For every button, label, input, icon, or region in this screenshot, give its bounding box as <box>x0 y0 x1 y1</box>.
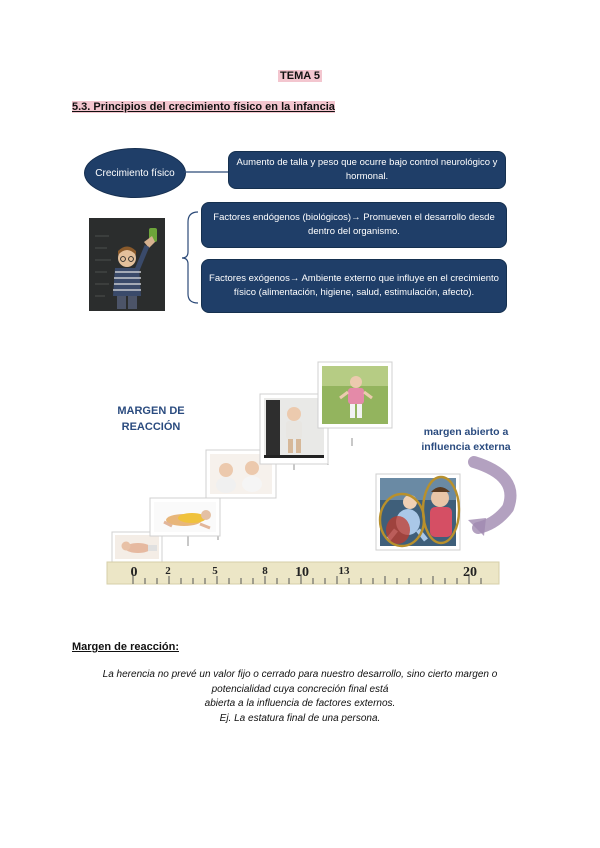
body-line: potencialidad cuya concreción final está <box>60 683 540 698</box>
ruler-label-5: 5 <box>212 565 218 577</box>
ruler-label-2: 2 <box>165 565 171 577</box>
ruler-label-10: 10 <box>295 565 309 580</box>
body-line: abierta a la influencia de factores exte… <box>60 697 540 712</box>
ruler-label-13: 13 <box>339 565 351 577</box>
ruler-label-0: 0 <box>131 565 138 580</box>
body-paragraph: La herencia no prevé un valor fijo o cer… <box>60 668 540 726</box>
body-line: Ej. La estatura final de una persona. <box>60 712 540 727</box>
reaction-margin-subheading: Margen de reacción: <box>72 641 179 653</box>
ruler-label-20: 20 <box>463 565 477 580</box>
body-line: La herencia no prevé un valor fijo o cer… <box>60 668 540 683</box>
ruler-label-8: 8 <box>262 565 268 577</box>
